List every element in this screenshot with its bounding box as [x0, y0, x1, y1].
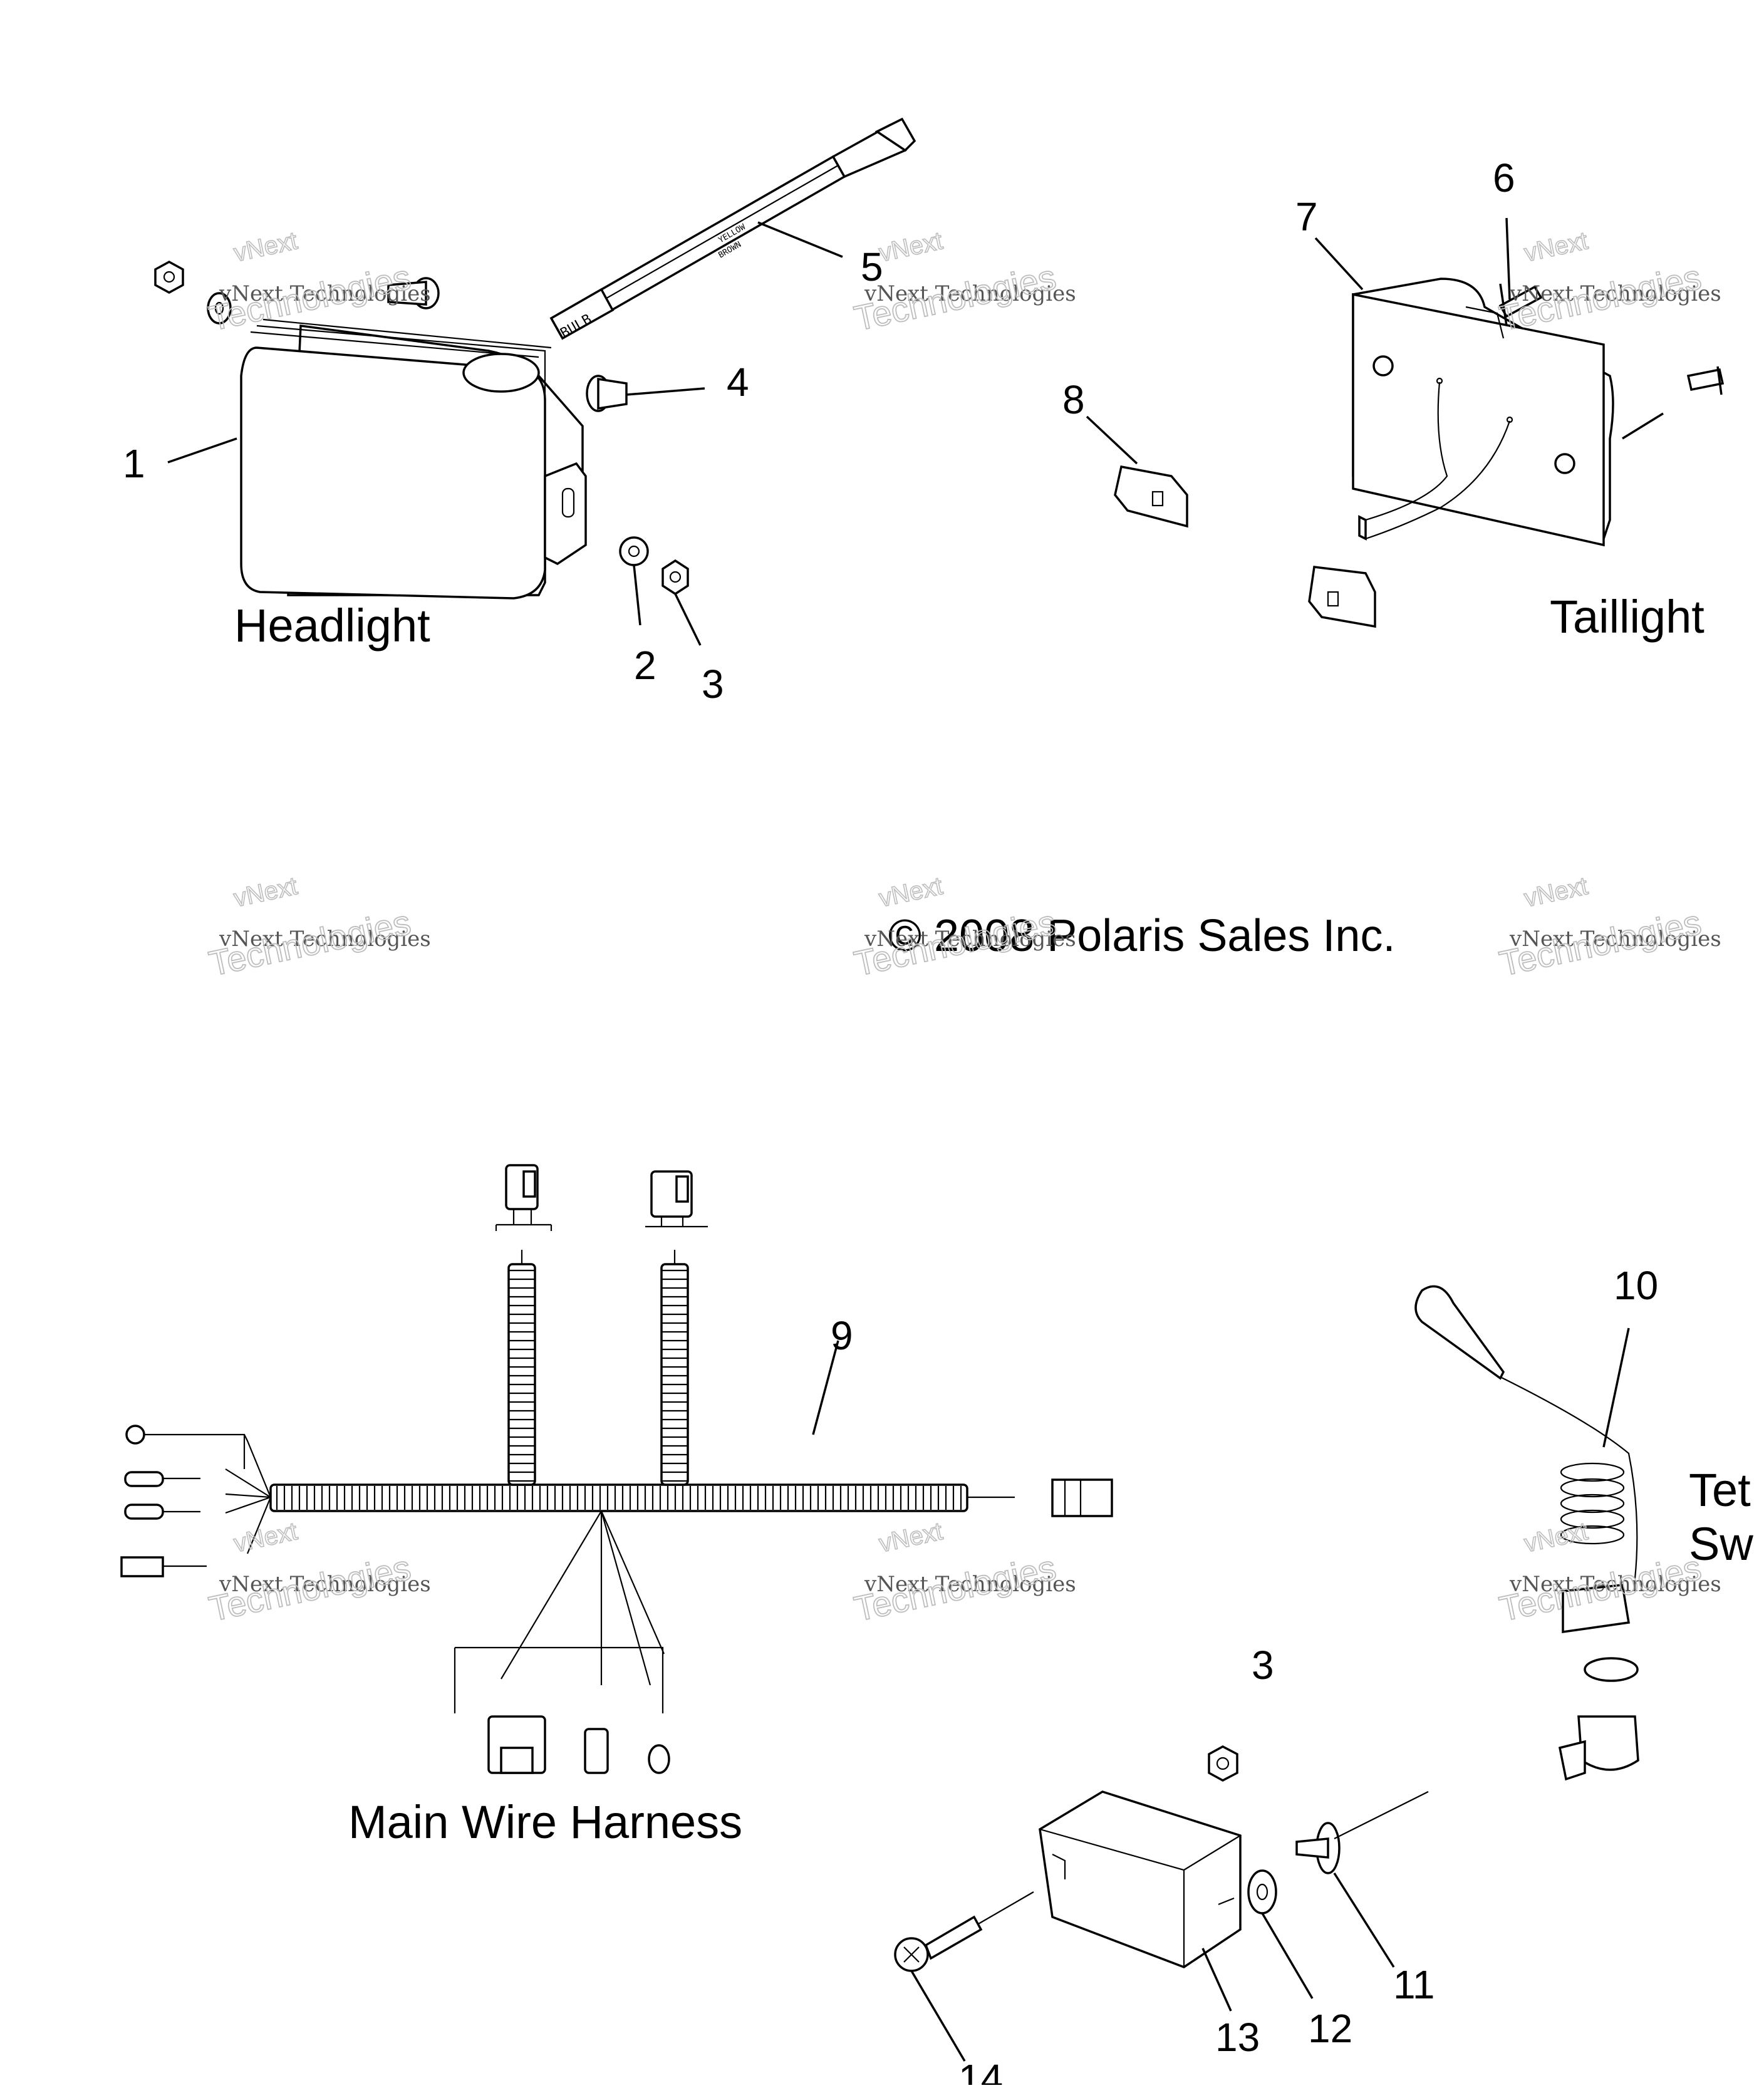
- svg-text:vNext Technologies: vNext Technologies: [1509, 1572, 1721, 1597]
- svg-text:vNext: vNext: [876, 1517, 945, 1557]
- svg-text:vNext Technologies: vNext Technologies: [219, 927, 431, 952]
- callout-9: 9: [831, 1313, 853, 1358]
- tether-switch-part-10: 10 Tet Sw: [1414, 1263, 1753, 1781]
- callout-3-top: 3: [702, 662, 724, 707]
- callout-7: 7: [1295, 194, 1318, 239]
- svg-text:vNext Technologies: vNext Technologies: [219, 281, 431, 306]
- tether-switch-label-line2: Sw: [1689, 1518, 1753, 1570]
- tether-switch-label-line1: Tet: [1689, 1464, 1751, 1516]
- svg-text:Technologies: Technologies: [851, 1547, 1059, 1629]
- headlight-label: Headlight: [234, 600, 430, 652]
- svg-text:vNext Technologies: vNext Technologies: [864, 927, 1076, 952]
- main-wire-harness-part-9: 9 Main Wire Harness: [120, 1164, 1113, 1848]
- callout-6: 6: [1493, 155, 1515, 200]
- svg-text:Technologies: Technologies: [1496, 257, 1704, 338]
- svg-text:vNext: vNext: [231, 872, 299, 912]
- svg-text:vNext Technologies: vNext Technologies: [864, 281, 1076, 306]
- svg-text:Technologies: Technologies: [1496, 902, 1704, 984]
- svg-text:vNext Technologies: vNext Technologies: [1509, 927, 1721, 952]
- svg-text:Technologies: Technologies: [205, 902, 414, 984]
- module-assembly: 3 12 11 13 14: [894, 1643, 1435, 2088]
- callout-11: 11: [1393, 1962, 1435, 2007]
- svg-text:vNext: vNext: [231, 227, 299, 267]
- callout-5: 5: [861, 244, 883, 289]
- svg-text:vNext Technologies: vNext Technologies: [219, 1572, 431, 1597]
- taillight-assembly: 6 7 8 Taillight: [1062, 155, 1725, 643]
- svg-text:vNext: vNext: [231, 1517, 299, 1557]
- svg-text:Technologies: Technologies: [205, 1547, 414, 1629]
- callout-12: 12: [1308, 2006, 1352, 2051]
- main-wire-harness-label: Main Wire Harness: [348, 1796, 742, 1848]
- copyright-text: © 2008 Polaris Sales Inc.: [888, 911, 1395, 961]
- callout-13: 13: [1215, 2015, 1260, 2060]
- svg-text:vNext: vNext: [1522, 1517, 1590, 1557]
- svg-text:vNext: vNext: [876, 227, 945, 267]
- svg-text:vNext: vNext: [876, 872, 945, 912]
- callout-2: 2: [634, 643, 656, 688]
- callout-1: 1: [123, 441, 145, 486]
- callout-14: 14: [958, 2056, 1003, 2085]
- svg-text:vNext Technologies: vNext Technologies: [1509, 281, 1721, 306]
- callout-4: 4: [727, 360, 749, 405]
- headlight-assembly: 1 4 2 3 Headlight: [123, 261, 749, 707]
- svg-text:vNext: vNext: [1522, 872, 1590, 912]
- callout-8: 8: [1062, 377, 1085, 422]
- callout-3-bottom: 3: [1252, 1643, 1274, 1688]
- svg-text:vNext: vNext: [1522, 227, 1590, 267]
- callout-10: 10: [1614, 1263, 1658, 1308]
- svg-text:vNext Technologies: vNext Technologies: [864, 1572, 1076, 1597]
- taillight-label: Taillight: [1550, 591, 1704, 643]
